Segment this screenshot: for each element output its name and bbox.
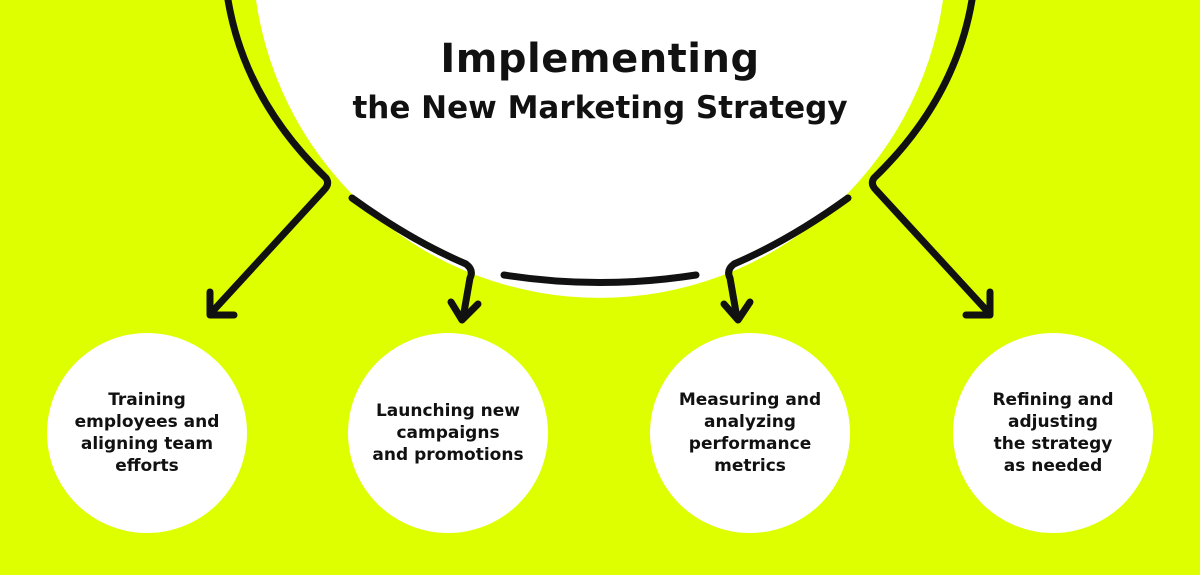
step-circle-training: Training employees and aligning team eff… bbox=[47, 333, 247, 533]
step-label-launching: Launching new campaigns and promotions bbox=[372, 401, 524, 465]
outer-arc-left bbox=[208, 0, 332, 316]
step-circle-launching: Launching new campaigns and promotions bbox=[348, 333, 548, 533]
outer-arc-right bbox=[868, 0, 992, 316]
step-label-refining: Refining and adjusting the strategy as n… bbox=[992, 390, 1114, 476]
diagram-subtitle: the New Marketing Strategy bbox=[352, 90, 848, 126]
inner-arc-left bbox=[348, 194, 475, 322]
step-label-measuring: Measuring and analyzing performance metr… bbox=[678, 390, 822, 476]
arrowhead-step-2 bbox=[447, 298, 482, 324]
diagram-title: Implementing bbox=[440, 36, 760, 82]
hub-circle bbox=[256, 0, 943, 298]
step-label-training: Training employees and aligning team eff… bbox=[74, 390, 220, 476]
inner-arc-right bbox=[725, 194, 852, 322]
arrowhead-step-3 bbox=[720, 298, 754, 324]
arrowhead-step-1 bbox=[206, 288, 238, 319]
arrowhead-step-4 bbox=[962, 288, 994, 319]
inner-arc-middle bbox=[500, 271, 700, 286]
step-circle-measuring: Measuring and analyzing performance metr… bbox=[650, 333, 850, 533]
step-circle-refining: Refining and adjusting the strategy as n… bbox=[953, 333, 1153, 533]
